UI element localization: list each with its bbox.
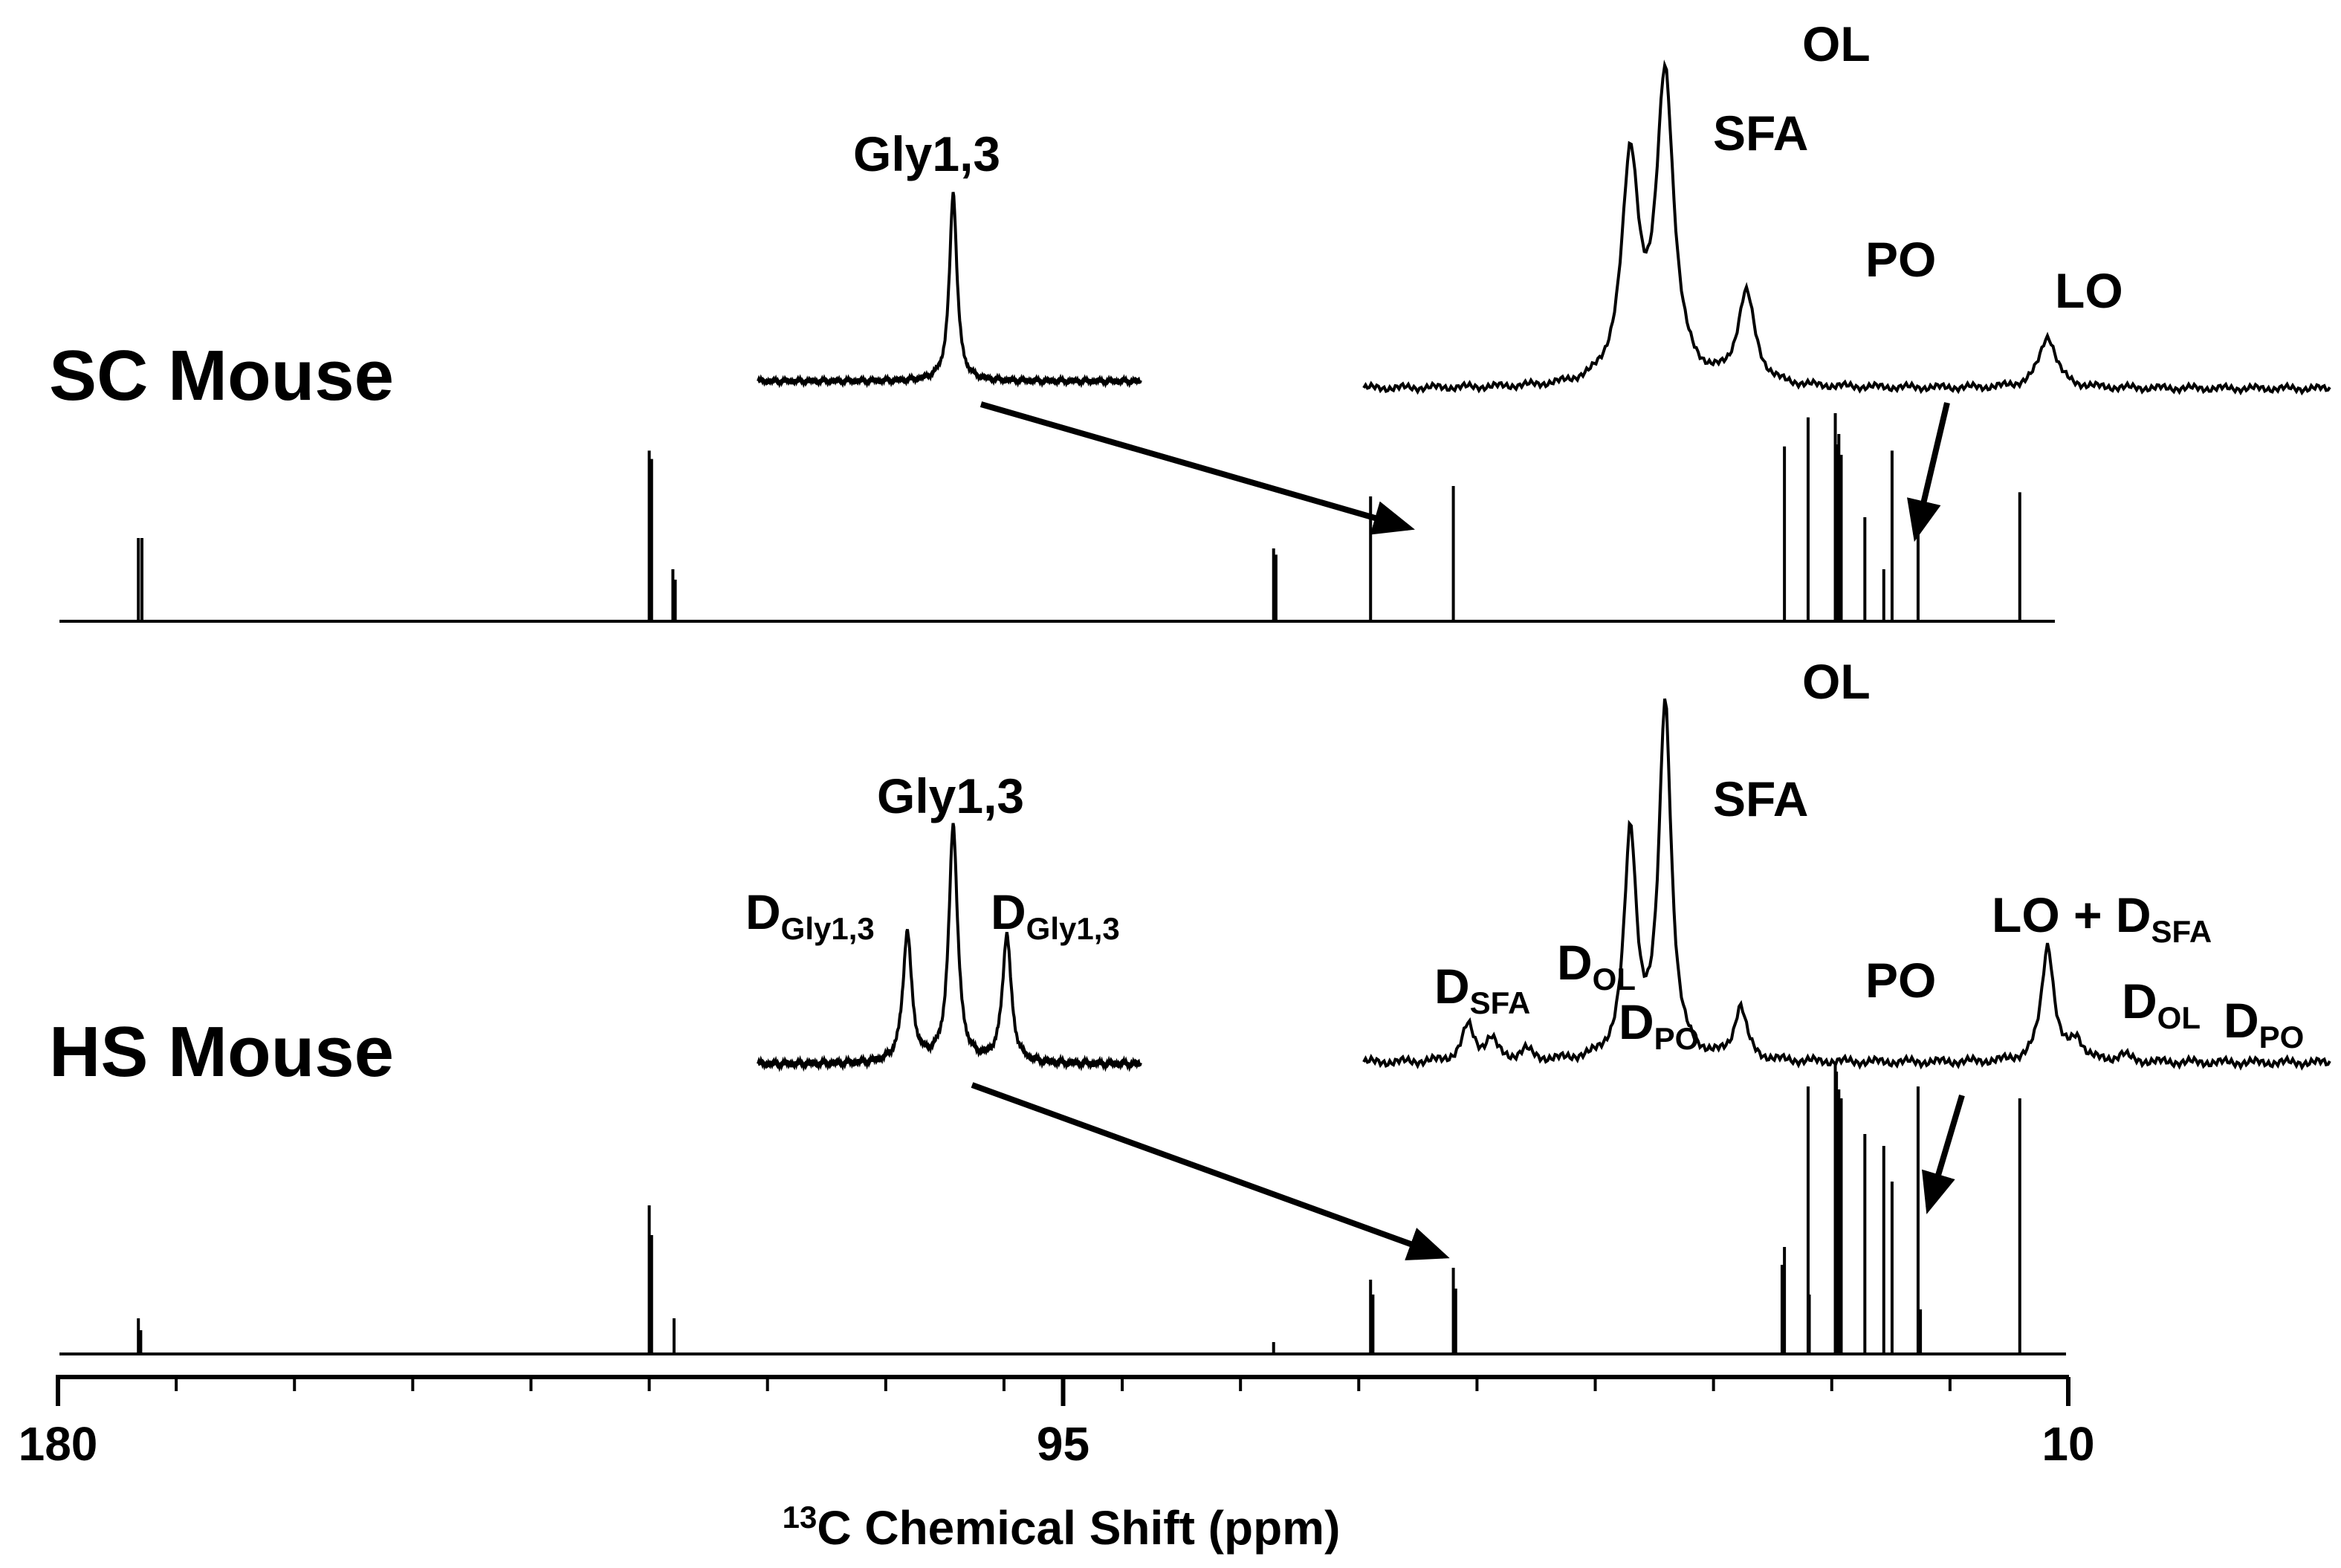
hs-d-ol-label: DOL [1557,935,1636,997]
hs-sfa-label: SFA [1713,771,1808,826]
hs-lo-dsfa-label: LO + DSFA [1992,887,2212,949]
sc-gly-arrow [980,401,1415,535]
hs-d-gly13-right-label: DGly1,3 [991,884,1120,946]
hs-d-gly13-right-sub: Gly1,3 [1026,911,1120,946]
sc-methyl-inset-trace [1362,59,2331,396]
x-tick-label: 180 [19,1417,98,1471]
hs-d-gly13-right-main: D [991,884,1026,939]
x-axis: 180 95 10 [19,1375,2095,1471]
sc-full-spectrum [59,413,2055,623]
sc-methyl-arrow [1907,402,1950,542]
hs-d-sfa-label: DSFA [1434,959,1530,1020]
hs-d-ol-main: D [1557,935,1593,990]
hs-d-gly13-left-label: DGly1,3 [745,884,875,946]
hs-methyl-arrow [1921,1094,1965,1214]
sc-ol-label: OL [1802,16,1871,71]
sc-gly-inset-trace [757,192,1142,389]
hs-d-po-sub: PO [1654,1021,1700,1056]
hs-full-spectrum [59,1063,2066,1355]
hs-mouse-label: HS Mouse [49,1012,394,1092]
hs-gly13-label: Gly1,3 [877,768,1024,823]
hs-d-sfa-main: D [1434,959,1470,1014]
x-axis-title: 13C Chemical Shift (ppm) [783,1500,1341,1555]
hs-methyl-inset-trace [1362,698,2331,1071]
hs-d-ol-right-sub: OL [2157,1000,2201,1035]
hs-d-gly13-left-main: D [745,884,781,939]
x-tick-label: 10 [2042,1417,2094,1471]
hs-d-ol-right-main: D [2122,973,2157,1028]
hs-d-ol-sub: OL [1593,962,1636,997]
sc-gly13-label: Gly1,3 [853,126,1000,181]
hs-d-po-label: DPO [1619,994,1699,1056]
hs-d-po-right-main: D [2224,993,2259,1048]
hs-po-label: PO [1865,953,1936,1008]
hs-gly-inset-trace [757,823,1142,1072]
x-axis-title-superscript: 13 [783,1500,817,1535]
hs-d-ol-right-label: DOL [2122,973,2201,1035]
sc-mouse-label: SC Mouse [49,336,394,415]
hs-lo-dsfa-sub: SFA [2151,914,2212,949]
sc-lo-label: LO [2055,263,2123,318]
x-tick-label: 95 [1037,1417,1089,1471]
hs-d-gly13-left-sub: Gly1,3 [781,911,875,946]
hs-d-po-right-label: DPO [2224,993,2304,1054]
hs-gly-arrow [971,1082,1450,1261]
hs-lo-dsfa-main: LO + D [1992,887,2151,942]
hs-d-po-right-sub: PO [2259,1020,2305,1054]
hs-d-sfa-sub: SFA [1470,985,1531,1020]
x-axis-title-text: C Chemical Shift (ppm) [817,1501,1340,1555]
hs-ol-label: OL [1802,654,1871,709]
sc-po-label: PO [1865,232,1936,287]
hs-d-po-main: D [1619,994,1654,1049]
sc-sfa-label: SFA [1713,106,1808,161]
